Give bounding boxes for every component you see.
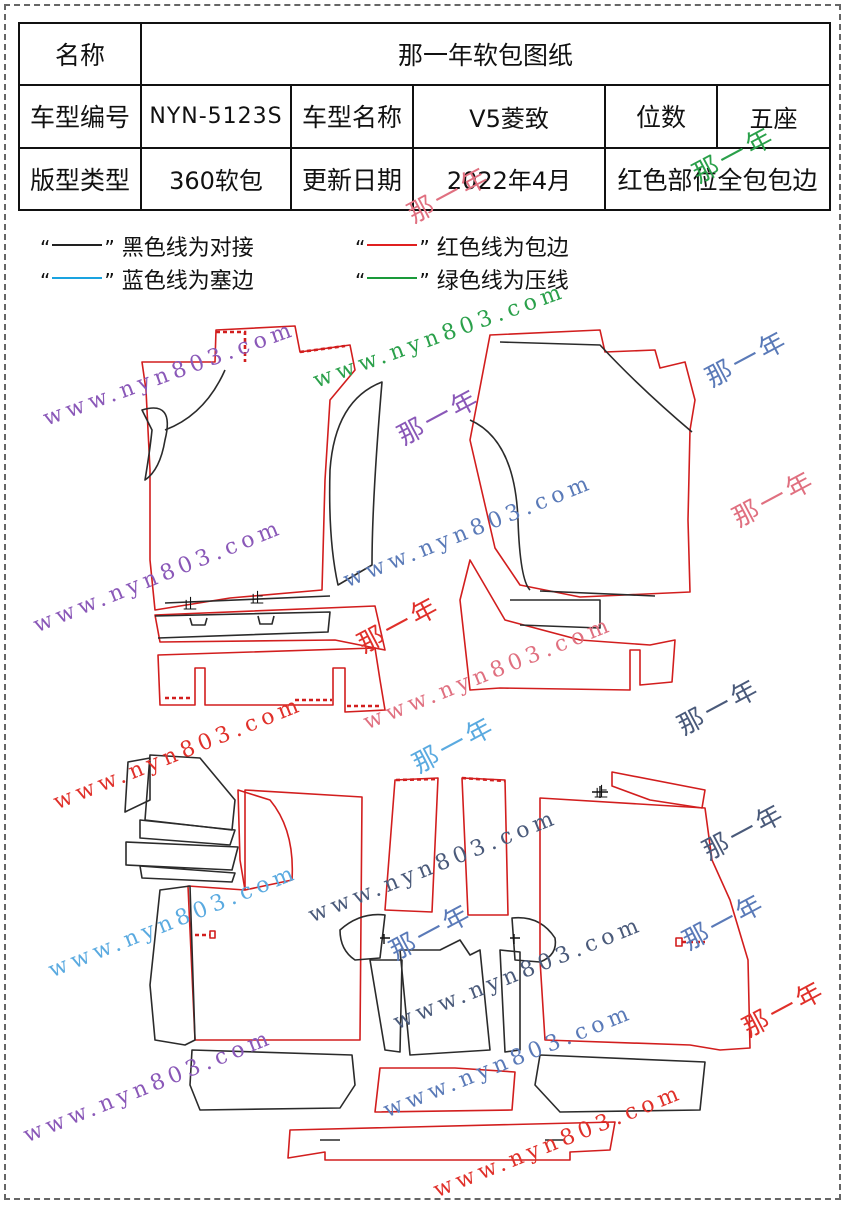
pattern-bottom-strip xyxy=(287,1121,616,1161)
model-code-value: NYN-5123S xyxy=(140,84,292,149)
spec-row-model: 车型编号 NYN-5123S 车型名称 V5菱致 位数 五座 xyxy=(18,84,832,149)
page-border xyxy=(4,4,841,1200)
seats-label: 位数 xyxy=(604,84,718,149)
legend-quote-close: ” xyxy=(104,236,115,260)
legend-green: “ ” 绿色线为压线 xyxy=(355,263,569,295)
pattern-lower-middle xyxy=(339,776,557,1113)
type-label: 版型类型 xyxy=(18,146,142,212)
pattern-upper-right-back xyxy=(469,329,696,598)
seats-value: 五座 xyxy=(715,84,832,149)
legend-blue-text: 蓝色线为塞边 xyxy=(121,269,254,294)
pattern-upper-right-base xyxy=(459,559,676,691)
legend-black-text: 黑色线为对接 xyxy=(121,236,254,261)
pattern-upper-left-base xyxy=(157,647,386,713)
legend-quote-close: ” xyxy=(419,236,430,260)
legend-quote-close: ” xyxy=(104,269,115,293)
model-name-label: 车型名称 xyxy=(290,84,414,149)
pattern-lower-left-side xyxy=(124,754,294,891)
pattern-lower-left-main xyxy=(149,789,363,1046)
pattern-lower-right xyxy=(534,771,751,1113)
legend-red-text: 红色线为包边 xyxy=(436,236,569,261)
type-value: 360软包 xyxy=(140,146,292,212)
model-name-value: V5菱致 xyxy=(412,84,606,149)
spec-row-name: 名称 那一年软包图纸 xyxy=(18,21,832,87)
legend-quote-open: “ xyxy=(355,269,366,293)
legend-blue-line xyxy=(52,277,103,279)
legend-red-line xyxy=(367,244,418,246)
legend-red: “ ” 红色线为包边 xyxy=(355,230,569,262)
legend-quote-open: “ xyxy=(355,236,366,260)
pattern-upper-left-back xyxy=(141,325,383,611)
legend-black-line xyxy=(52,244,103,246)
legend-black: “ ” 黑色线为对接 xyxy=(40,230,254,262)
pattern-lower-left-bottom xyxy=(189,1049,356,1111)
legend-green-line xyxy=(367,277,418,279)
legend-green-text: 绿色线为压线 xyxy=(436,269,569,294)
legend-quote-open: “ xyxy=(40,236,51,260)
spec-table: 名称 那一年软包图纸 车型编号 NYN-5123S 车型名称 V5菱致 位数 五… xyxy=(18,21,832,212)
name-label: 名称 xyxy=(18,21,142,87)
date-label: 更新日期 xyxy=(290,146,414,212)
date-value: 2022年4月 xyxy=(412,146,606,212)
note-value: 红色部位全包包边 xyxy=(603,146,832,212)
spec-row-type: 版型类型 360软包 更新日期 2022年4月 红色部位全包包边 xyxy=(18,146,832,212)
name-value: 那一年软包图纸 xyxy=(139,21,832,87)
model-code-label: 车型编号 xyxy=(18,84,142,149)
legend-quote-close: ” xyxy=(419,269,430,293)
legend-quote-open: “ xyxy=(40,269,51,293)
pattern-upper-left-strip xyxy=(154,605,386,651)
legend-blue: “ ” 蓝色线为塞边 xyxy=(40,263,254,295)
